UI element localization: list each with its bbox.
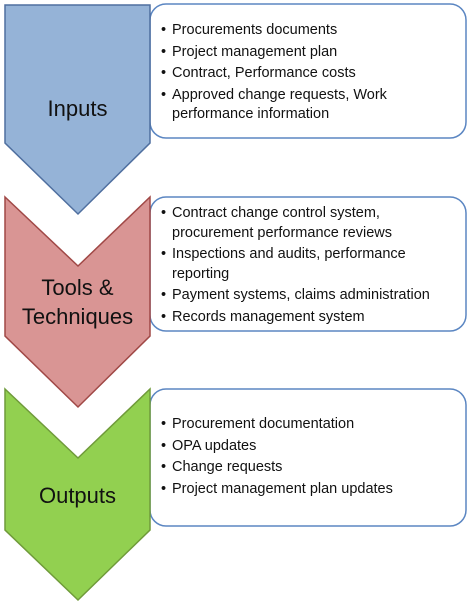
techniques-label-line2: Techniques (21, 304, 134, 329)
tools-techniques-label: Tools & Techniques (5, 273, 150, 331)
tools-techniques-list-box: Contract change control system, procurem… (161, 204, 461, 329)
inputs-label: Inputs (47, 96, 108, 121)
list-item: Approved change requests, Work performan… (161, 86, 461, 125)
list-item: OPA updates (161, 437, 461, 457)
tools-label-line1: Tools & (41, 275, 114, 300)
tools-techniques-chevron (4, 195, 151, 409)
list-item: Procurement documentation (161, 415, 461, 435)
inputs-chevron (4, 4, 151, 216)
list-item: Contract change control system, procurem… (161, 204, 461, 243)
outputs-list-box: Procurement documentation OPA updates Ch… (161, 415, 461, 501)
list-item: Procurements documents (161, 21, 461, 41)
list-item: Contract, Performance costs (161, 64, 461, 84)
outputs-chevron (4, 387, 151, 602)
list-item: Change requests (161, 458, 461, 478)
tools-techniques-list: Contract change control system, procurem… (161, 204, 461, 327)
inputs-list: Procurements documents Project managemen… (161, 21, 461, 125)
list-item: Project management plan (161, 43, 461, 63)
outputs-list: Procurement documentation OPA updates Ch… (161, 415, 461, 499)
list-item: Payment systems, claims administration (161, 286, 461, 306)
inputs-list-box: Procurements documents Project managemen… (161, 21, 461, 127)
list-item: Project management plan updates (161, 480, 461, 500)
list-item: Records management system (161, 308, 461, 328)
outputs-label: Outputs (38, 483, 117, 508)
list-item: Inspections and audits, performance repo… (161, 245, 461, 284)
